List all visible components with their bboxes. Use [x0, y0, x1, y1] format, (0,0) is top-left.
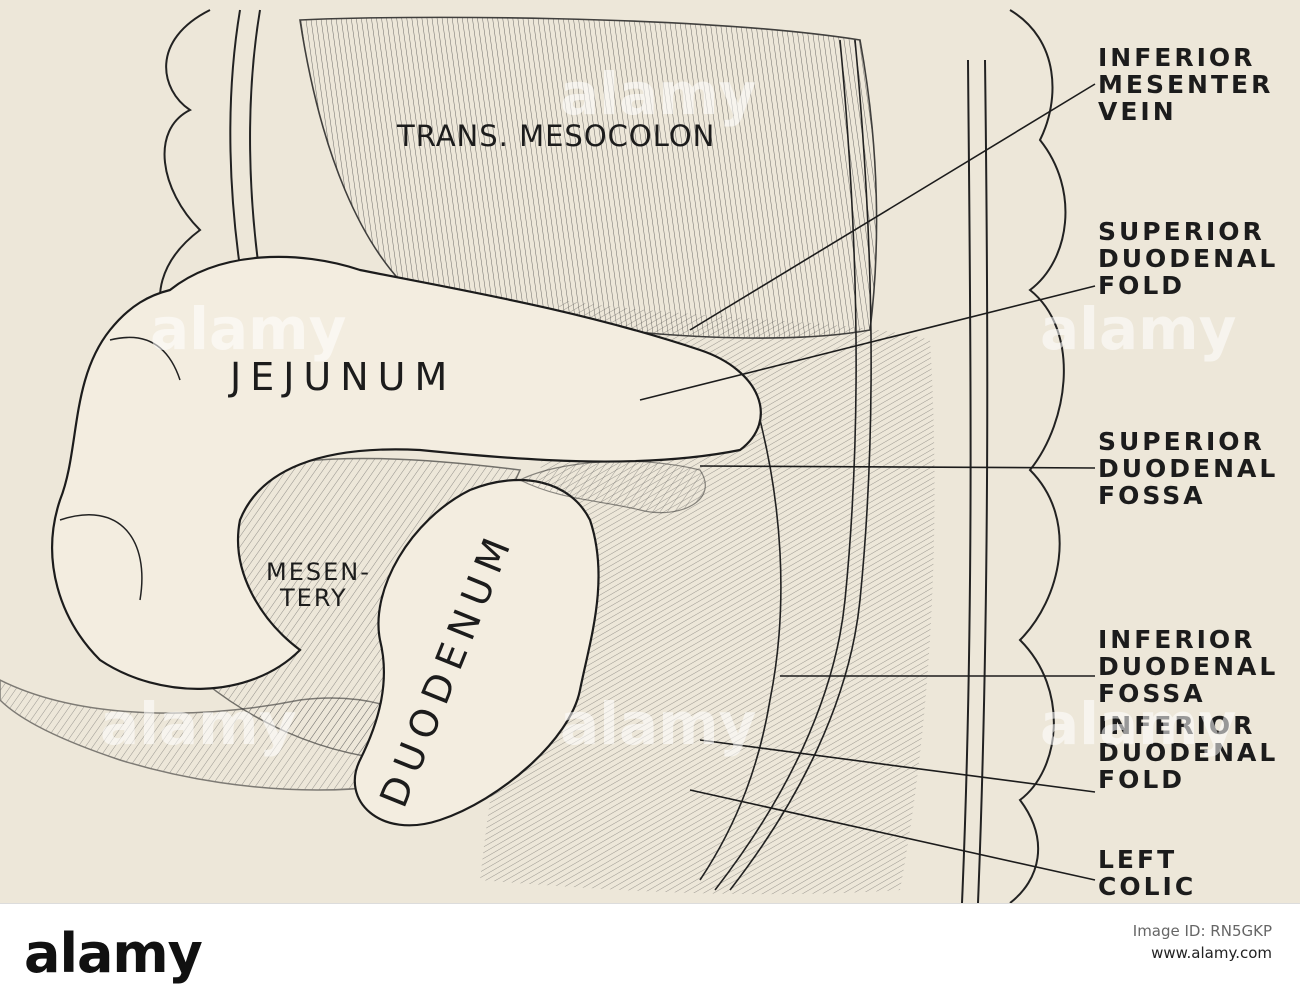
callout-line: COLIC: [1098, 872, 1197, 901]
callout-inferior-mesenteric-vein: INFERIOR MESENTER VEIN: [1098, 44, 1273, 125]
callout-inferior-duodenal-fold: INFERIOR DUODENAL FOLD: [1098, 712, 1278, 793]
callout-line: FOSSA: [1098, 481, 1206, 510]
anatomical-illustration: TRANS. MESOCOLON JEJUNUM MESEN- TERY DUO…: [0, 0, 1300, 903]
duodenum-shape: [353, 478, 600, 827]
callout-line: INFERIOR: [1098, 43, 1256, 72]
callout-line: DUODENAL: [1098, 738, 1279, 767]
watermark: alamy: [150, 295, 347, 363]
callout-line: VEIN: [1098, 97, 1177, 126]
callout-line: LEFT: [1098, 845, 1178, 874]
leader-lines: [639, 83, 1096, 881]
stock-footer: alamy Image ID: RN5GKP www.alamy.com: [0, 903, 1300, 996]
callout-line: FOLD: [1098, 271, 1186, 300]
illustration-drawing: [0, 9, 1096, 903]
callout-left-colic: LEFT COLIC: [1098, 846, 1196, 900]
callout-line: SUPERIOR: [1098, 427, 1265, 456]
footer-logo[interactable]: alamy: [24, 922, 203, 985]
watermark: alamy: [1040, 295, 1237, 363]
callout-line: SUPERIOR: [1098, 217, 1265, 246]
callout-line: INFERIOR: [1098, 711, 1256, 740]
vessels: [699, 39, 872, 891]
colon-outline: [159, 9, 1067, 903]
watermark: alamy: [100, 690, 297, 758]
watermark: alamy: [1040, 690, 1237, 758]
callout-line: FOLD: [1098, 765, 1186, 794]
watermark: alamy: [560, 690, 757, 758]
footer-info: Image ID: RN5GKP www.alamy.com: [1133, 922, 1272, 962]
callout-line: INFERIOR: [1098, 625, 1256, 654]
callout-line: DUODENAL: [1098, 454, 1279, 483]
callout-inferior-duodenal-fossa: INFERIOR DUODENAL FOSSA: [1098, 626, 1278, 707]
callout-line: FOSSA: [1098, 679, 1206, 708]
image-id: Image ID: RN5GKP: [1132, 922, 1272, 940]
label-jejunum: JEJUNUM: [230, 355, 457, 399]
site-link[interactable]: www.alamy.com: [1151, 944, 1272, 962]
label-trans-mesocolon: TRANS. MESOCOLON: [397, 119, 716, 153]
callout-line: DUODENAL: [1098, 652, 1279, 681]
label-mesentery-line1: MESEN-: [266, 558, 371, 586]
callout-superior-duodenal-fold: SUPERIOR DUODENAL FOLD: [1098, 218, 1278, 299]
watermark: alamy: [560, 60, 757, 128]
callout-line: DUODENAL: [1098, 244, 1279, 273]
callout-superior-duodenal-fossa: SUPERIOR DUODENAL FOSSA: [1098, 428, 1278, 509]
label-mesentery-line2: TERY: [280, 584, 348, 612]
jejunum-shape: [51, 255, 762, 690]
callout-line: MESENTER: [1098, 70, 1274, 99]
